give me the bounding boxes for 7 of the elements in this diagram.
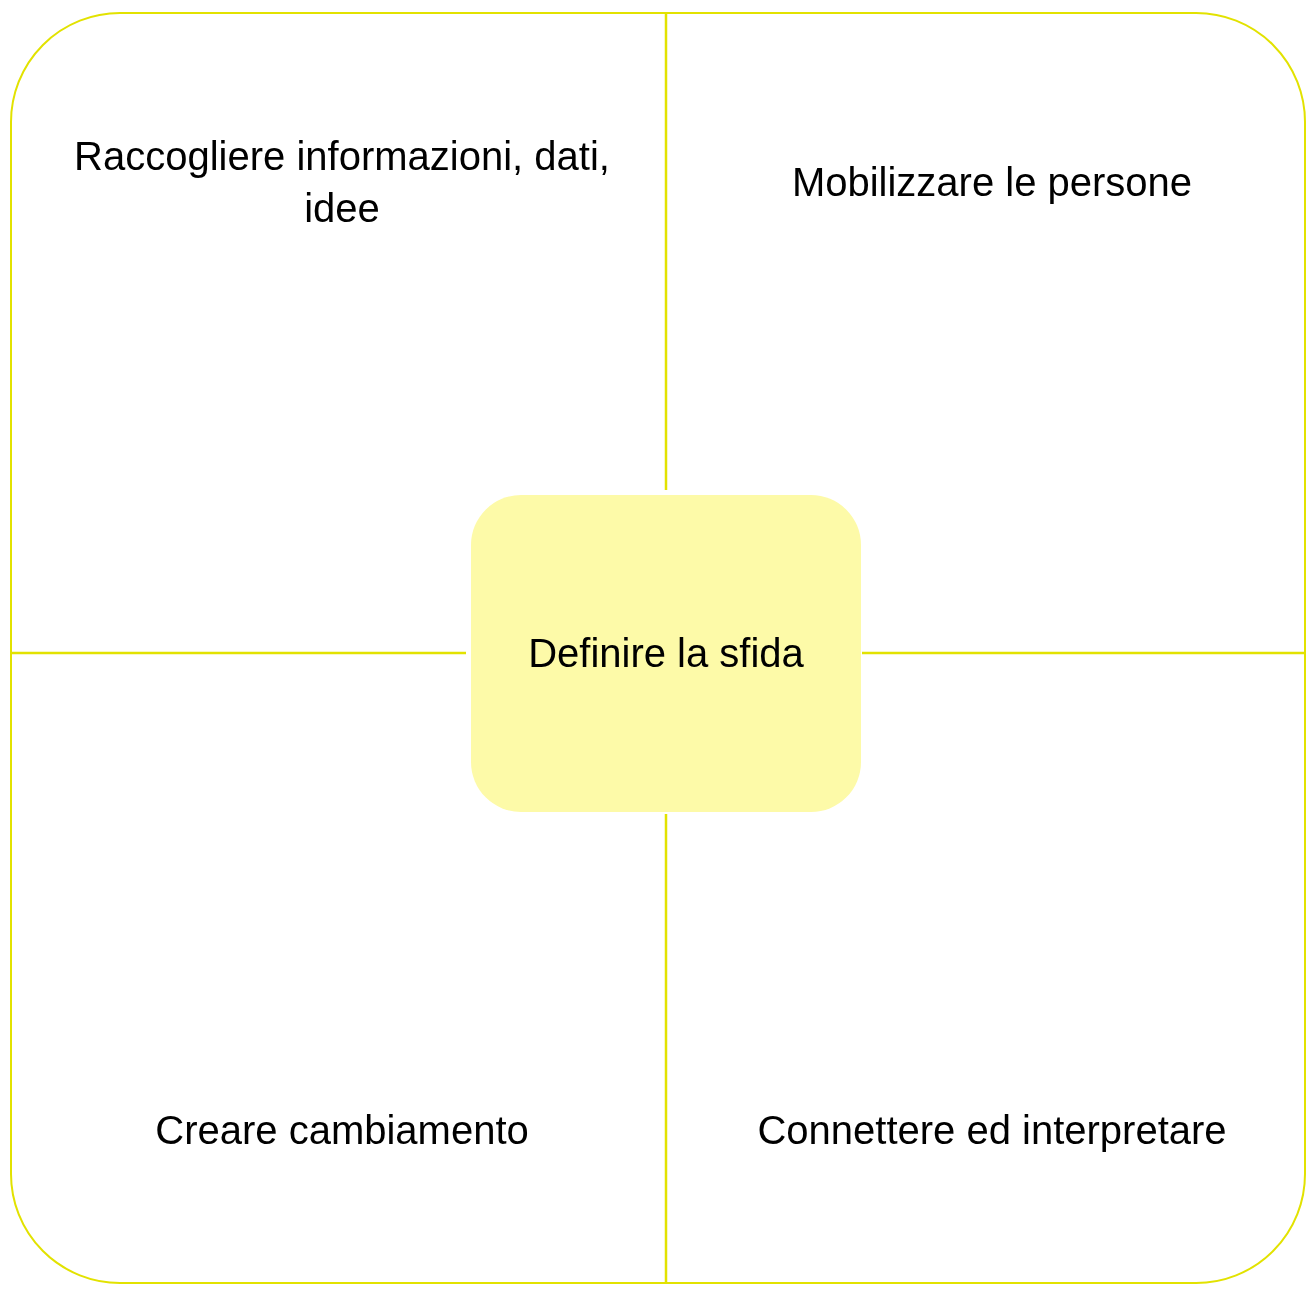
center-label: Definire la sfida bbox=[528, 631, 804, 676]
quadrant-label: Connettere ed interpretare bbox=[692, 1104, 1292, 1156]
quadrant-label: Creare cambiamento bbox=[32, 1104, 652, 1156]
center-box bbox=[471, 495, 861, 812]
outer-frame bbox=[10, 12, 1306, 1284]
quadrant-label: Raccogliere informazioni, dati, idee bbox=[32, 130, 652, 234]
quadrant-label: Mobilizzare le persone bbox=[712, 156, 1272, 208]
